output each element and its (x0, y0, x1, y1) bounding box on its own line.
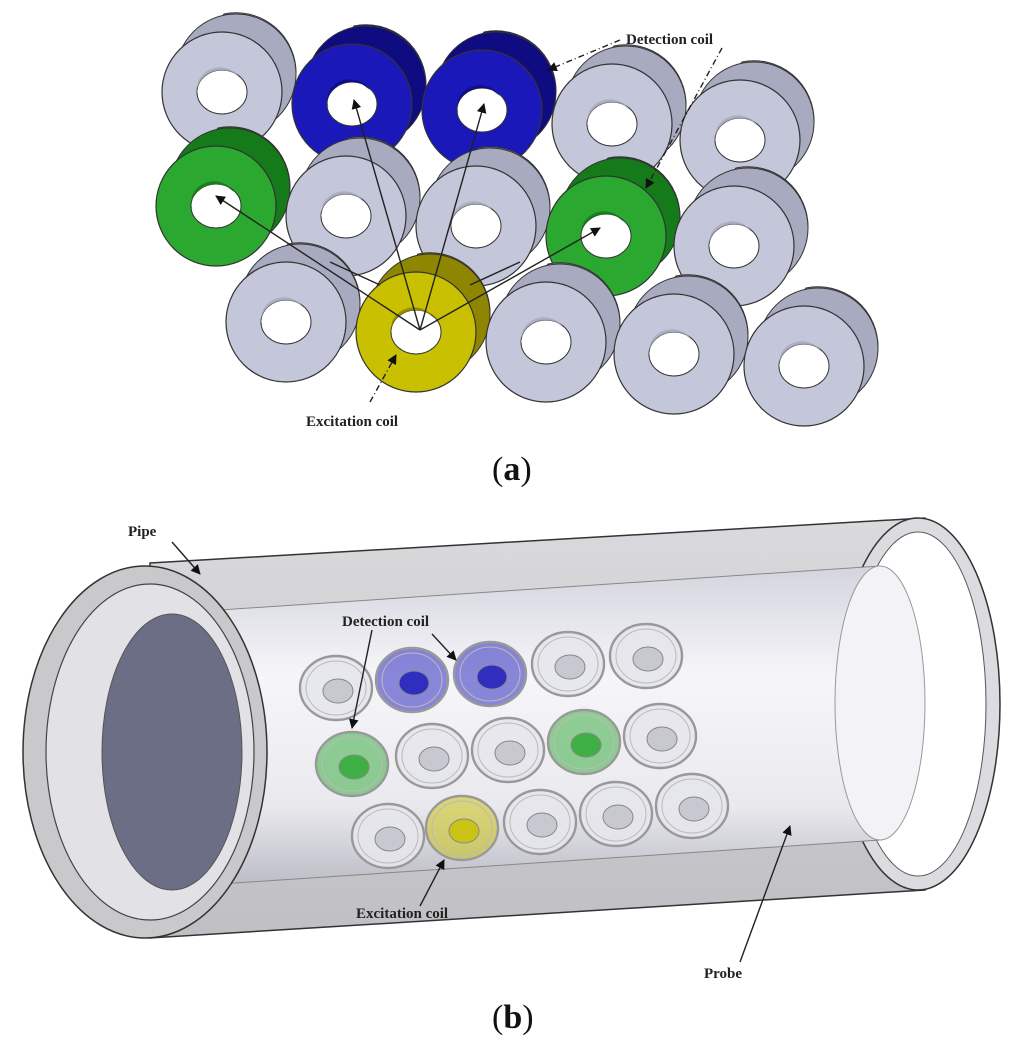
coil-grey-a (673, 166, 809, 307)
probe-coil-green (314, 730, 390, 798)
probe-coil-yellow (424, 794, 500, 862)
coil-grey-a (485, 262, 621, 403)
coil-grey-a (551, 44, 687, 185)
probe-coil-grey (350, 802, 426, 870)
probe-coil-grey (654, 772, 730, 840)
coil-grey-a (225, 242, 361, 383)
panel-a-coil-array: Detection coil Excitation coil (a) (155, 12, 879, 488)
panel-a-caption: (a) (492, 451, 532, 488)
probe-coil-grey (530, 630, 606, 698)
coil-grey-a (743, 286, 879, 427)
coil-green-a (155, 126, 291, 267)
probe-coil-grey (298, 654, 374, 722)
probe-near-face (101, 613, 243, 891)
probe-coil-grey (608, 622, 684, 690)
leaders-b (171, 541, 792, 963)
excitation-coil-label-a: Excitation coil (306, 414, 398, 430)
probe-coil-grey (394, 722, 470, 790)
coil-array-b (298, 622, 730, 870)
probe-coil-grey (470, 716, 546, 784)
panel-b-caption: (b) (492, 999, 534, 1036)
pipe-label: Pipe (128, 524, 157, 540)
detection-coil-label-a: Detection coil (626, 32, 713, 48)
coil-grey-a (679, 60, 815, 201)
probe-coil-grey (502, 788, 578, 856)
probe-coil-blue (374, 646, 450, 714)
probe-coil-grey (622, 702, 698, 770)
probe-coil-green (546, 708, 622, 776)
detection-leader-a (547, 39, 723, 189)
excitation-leader-a (369, 354, 397, 403)
panel-b-pipe-probe: Pipe Detection coil Excitation coil Prob… (22, 517, 1001, 1036)
probe-far-end (834, 565, 926, 841)
probe-coil-blue (452, 640, 528, 708)
excitation-arrows-a (215, 99, 601, 331)
coil-yellow-a (355, 252, 491, 393)
probe-coil-grey (578, 780, 654, 848)
probe-label: Probe (704, 966, 742, 982)
excitation-coil-label-b: Excitation coil (356, 906, 448, 922)
detection-coil-label-b: Detection coil (342, 614, 429, 630)
coil-grey-a (613, 274, 749, 415)
coil-array-a (155, 12, 879, 427)
